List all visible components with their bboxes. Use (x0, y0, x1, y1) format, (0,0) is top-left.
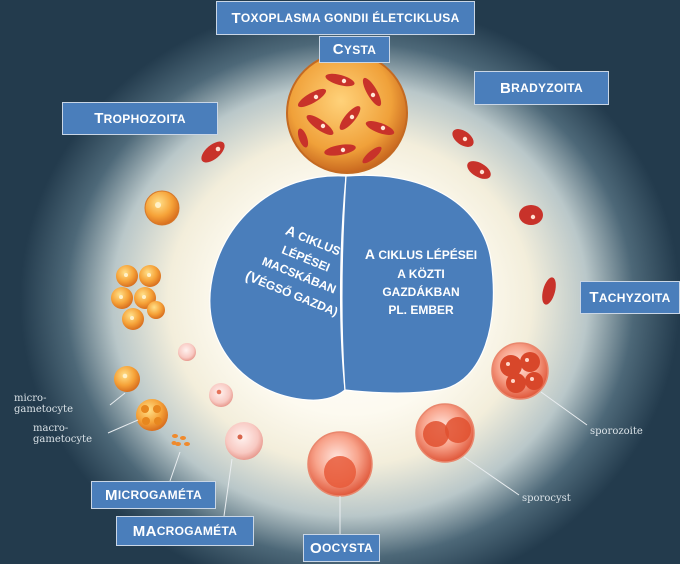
trophozoita-initial: T (94, 110, 104, 127)
tachyzoita-text: ACHYZOITA (598, 290, 671, 305)
macrogametocyte-label-line-1: macro- (33, 423, 69, 434)
tachyzoita-initial: T (589, 289, 599, 306)
oocyst-cells (307, 342, 549, 497)
sporozoite-label: sporozoite (590, 426, 643, 437)
intermediate-host-line-4: PL. EMBER (352, 301, 490, 319)
macrogameta-initial: MA (132, 522, 157, 540)
oocysta-initial: O (310, 539, 323, 557)
oocysta-text: OCYSTA (322, 541, 373, 555)
macrogameta-text: CROGAMÉTA (156, 524, 238, 538)
intermediate-host-line-3-rest: GAZDÁKBAN (382, 285, 460, 299)
intermediate-host-line-2-rest: A KÖZTI (397, 267, 445, 281)
cysta-text: YSTA (343, 42, 377, 57)
cysta-initial: C (332, 41, 344, 58)
center-shape (209, 174, 494, 401)
pointer-lines (107, 391, 588, 534)
sporocyst-label: sporocyst (522, 493, 571, 504)
intermediate-host-line-3: GAZDÁKBAN (352, 283, 490, 301)
microgametocyte-label-line-1: micro- (14, 393, 47, 404)
macrogametocyte-label: macro- gametocyte (33, 423, 92, 445)
intermediate-host-line-4-rest: PL. EMBER (388, 303, 454, 317)
title-text: OXOPLASMA GONDII ÉLETCIKLUSA (240, 11, 460, 25)
intermediate-host-line-1: A CIKLUS LÉPÉSEI (352, 244, 490, 265)
trophozoite-parasite (201, 141, 225, 163)
intermediate-host-line-1-rest: CIKLUS LÉPÉSEI (375, 248, 478, 262)
microgametocyte-label-line-2: gametocyte (14, 404, 73, 415)
microgametocyte-label: micro- gametocyte (14, 393, 73, 415)
bradyzoite-parasites (452, 129, 556, 305)
bradyzoita-text: RADYZOITA (511, 81, 583, 95)
microgameta-text: ICROGAMÉTA (117, 488, 202, 502)
intermediate-host-line-1-cap: A (364, 246, 376, 262)
bradyzoita-initial: B (500, 79, 512, 97)
schizont-cells (111, 190, 180, 330)
macrogametocyte-label-line-2: gametocyte (33, 434, 92, 445)
intermediate-host-line-2: A KÖZTI (352, 265, 490, 283)
intermediate-host-text: A CIKLUS LÉPÉSEI A KÖZTI GAZDÁKBAN PL. E… (352, 244, 490, 319)
trophozoita-text: ROPHOZOITA (103, 111, 186, 126)
microgameta-initial: M (105, 486, 118, 504)
gametocyte-cells (114, 343, 263, 460)
title-initial: T (231, 9, 241, 27)
cyst-cell (286, 52, 408, 174)
